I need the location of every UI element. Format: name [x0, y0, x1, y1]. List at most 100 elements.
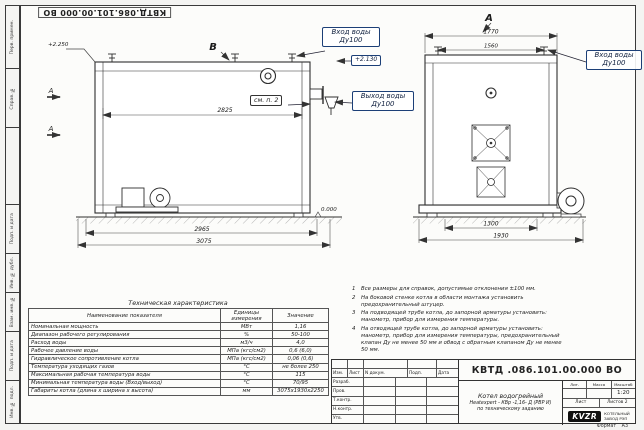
role-label: Разраб.: [332, 378, 364, 387]
tech-cell: Гидравлическое сопротивление котла: [28, 354, 221, 364]
title-block-main: КВТД .086.101.00.000 ВО Котел водогрейны…: [459, 360, 635, 425]
tech-characteristics: Техническая характеристика Наименование …: [28, 299, 329, 396]
view-a-arrow: [482, 22, 492, 33]
tech-table: Наименование показателя Единицы измерени…: [28, 307, 329, 396]
note-number: 4: [352, 325, 356, 332]
view-b-label: В: [209, 42, 217, 53]
outlet-callout: Выход воды Ду100: [352, 91, 414, 111]
tech-table-title: Техническая характеристика: [128, 299, 228, 307]
sheet-label: Лист: [575, 400, 587, 405]
sheet-row: Лист Листов 2: [563, 399, 635, 408]
margin-cell: Справ. №: [6, 69, 19, 128]
scale-value: 1:20: [617, 390, 630, 396]
product-line3: по техническому заданию: [477, 407, 544, 412]
inlet-label: Вход воды: [331, 28, 371, 36]
outlet-label: Выход воды: [360, 92, 406, 100]
role-label: Н.контр.: [332, 405, 364, 414]
drawing-texts: 2825 2965 3075 1770 1560 1300 1930 В А А…: [48, 13, 509, 245]
boiler-base-frame: [418, 204, 562, 214]
inlet-dn: Ду100: [339, 35, 363, 44]
tech-cell: 1,16: [272, 322, 329, 332]
boiler-drawing-canvas: 2825 2965 3075 1770 1560 1300 1930 В А А…: [47, 13, 587, 248]
tech-cell: Максимальная рабочая температура воды: [28, 370, 221, 380]
tech-cell: не более 250: [272, 362, 329, 372]
note-text: Все размеры для справок, допустимые откл…: [361, 286, 536, 292]
dim-2965: 2965: [194, 226, 209, 233]
tech-cell: МПа (кгс/см2): [220, 354, 273, 364]
scale-label: Масштаб: [614, 382, 633, 387]
margin-label: Инв. № подл.: [10, 386, 15, 418]
inlet-callout-right: Вход воды Ду100: [586, 50, 642, 70]
note-text: На подводящей трубе котла, до запорной а…: [361, 310, 547, 324]
margin-label: Инв. № дубл.: [10, 257, 15, 289]
margin-cell: Инв. № подл.: [6, 381, 19, 423]
margin-cell: Подп. и дата: [6, 205, 19, 254]
see-note-callout: см. п. 2: [250, 95, 283, 107]
format-value: А3: [621, 424, 628, 429]
product-line2: Heatexpert - КВр -1,16- Д (РВР И): [469, 401, 552, 407]
revision-row: [332, 360, 458, 370]
company-line2: ЗАВОД РЭП: [604, 415, 628, 421]
tech-cell: Минимальная температура воды (Вход/выход…: [28, 378, 221, 388]
water-outlet-stub: [309, 86, 339, 115]
meta-header-row: Лит. Масса Масштаб: [563, 381, 635, 389]
margin-label: Взам. инв. №: [10, 296, 15, 328]
company-line1: КОТЕЛЬНЫЙ: [604, 411, 630, 417]
tech-cell: 0,6 (6,0): [272, 346, 329, 356]
role-row: Разраб.: [332, 378, 458, 388]
tech-row: Минимальная температура воды (Вход/выход…: [28, 378, 329, 388]
document-code: КВТД .086.101.00.000 ВО: [459, 360, 635, 381]
tech-cell: Номинальная мощность: [28, 322, 221, 332]
tech-header-name: Наименование показателя: [28, 307, 221, 324]
elevation-inlet-callout: +2.130: [351, 55, 382, 66]
role-row: Утв.: [332, 414, 458, 423]
zero-level-mark: [314, 211, 322, 218]
dim-1930: 1930: [493, 233, 508, 240]
kvzr-logo: KVZR: [568, 411, 602, 422]
chimney-flange-circle: [259, 67, 277, 85]
elevation-zero-value: 0.000: [321, 207, 337, 213]
tech-cell: °С: [220, 362, 273, 372]
role-row: Пров.: [332, 387, 458, 397]
tech-cell: м3/ч: [220, 338, 273, 348]
ground-hatch: [76, 217, 342, 224]
tech-row: Габариты котла (длина х ширина х высота)…: [28, 386, 329, 396]
dim-1560: 1560: [484, 44, 498, 50]
title-block-meta: Лит. Масса Масштаб 1:20 Лист Листов 2 KV…: [563, 381, 635, 425]
margin-spacer: [6, 128, 19, 205]
dim-2825: 2825: [217, 107, 232, 114]
product-line1: Котел водогрейный: [478, 393, 543, 401]
ground-hatch: [413, 217, 586, 224]
note-text: На отводящей трубе котла, до запорной ар…: [361, 325, 562, 353]
tech-header-value: Значение: [272, 307, 329, 324]
section-mark-a-lower: А: [48, 125, 54, 133]
title-block: Изм. Лист N докум. Подп. Дата Разраб. Пр…: [331, 359, 636, 425]
elevation-top-leader: [66, 48, 96, 63]
role-row: Н.контр.: [332, 405, 458, 415]
role-label: Утв.: [332, 414, 364, 423]
company-name: КОТЕЛЬНЫЙ ЗАВОД РЭП: [604, 411, 630, 421]
margin-label: Справ. №: [10, 86, 15, 110]
role-row: Т.контр.: [332, 396, 458, 406]
tech-row: Диапазон рабочего регулирования%50-100: [28, 330, 329, 340]
col-sign: Подп.: [408, 369, 437, 378]
tech-header-units: Единицы измерения: [220, 307, 273, 324]
note-text: На боковой стенке котла в области монтаж…: [361, 294, 524, 308]
margin-cell: Инв. № дубл.: [6, 254, 19, 293]
role-label: Пров.: [332, 387, 364, 396]
margin-cell: Перв. примен.: [6, 6, 19, 69]
col-doc: N докум.: [364, 369, 408, 378]
inlet-dn: Ду100: [602, 58, 626, 67]
meta-value-row: 1:20: [563, 389, 635, 399]
sheets-cell: Листов 2: [600, 399, 636, 407]
note-item: 4 На отводящей трубе котла, до запорной а…: [352, 326, 568, 354]
view-b-arrow: [220, 51, 230, 61]
